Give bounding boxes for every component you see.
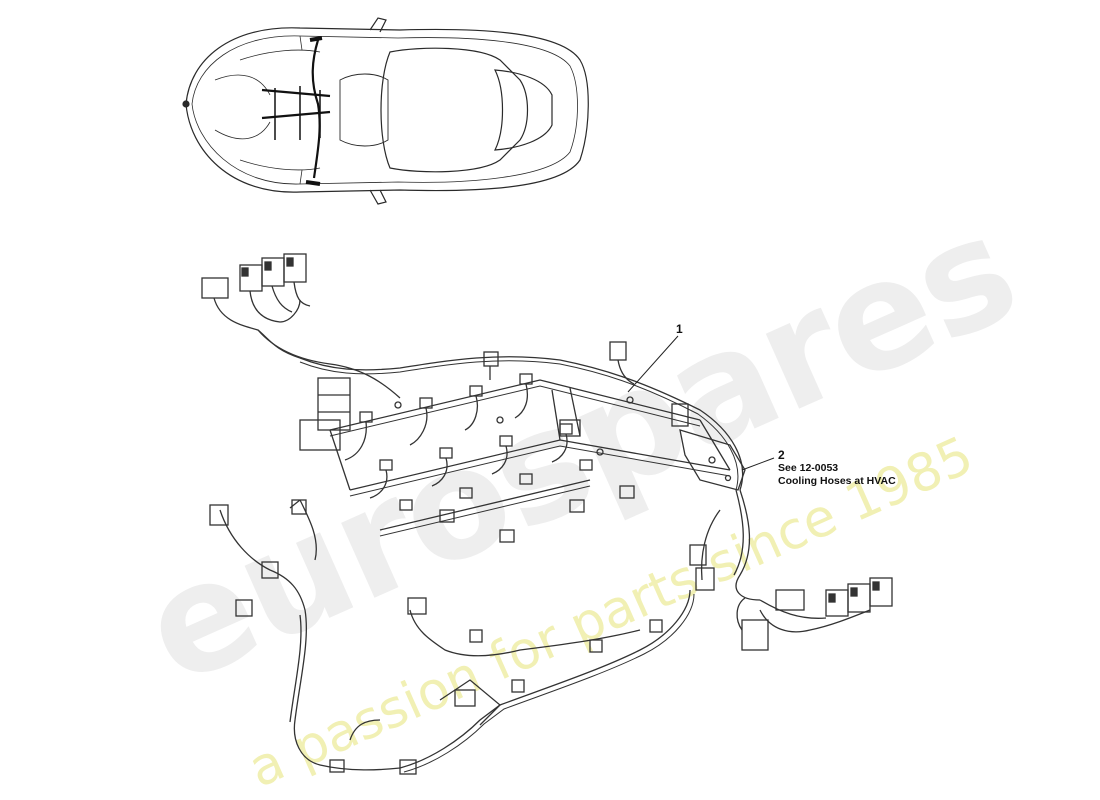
connector-cluster-left	[201, 253, 307, 299]
callout-2-line-1: See 12-0053	[778, 462, 839, 474]
callout-2-number: 2	[778, 448, 785, 462]
car-top-view	[182, 17, 589, 205]
callout-leaders	[627, 335, 775, 471]
callout-1-number: 1	[676, 322, 683, 336]
callout-2-line-2: Cooling Hoses at HVAC	[778, 475, 896, 487]
injector-connectors	[359, 373, 635, 543]
connector-cluster-right	[741, 577, 893, 651]
car-harness-highlight	[261, 36, 331, 186]
wiring-harness	[201, 253, 893, 775]
